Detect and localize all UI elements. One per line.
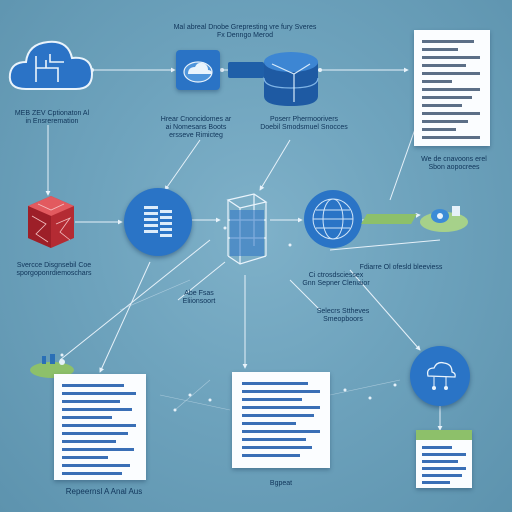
caption-top-center: Mal abreal Dnobe Grepresting vre fury Sv… xyxy=(150,24,340,40)
doc-text-line xyxy=(62,408,132,411)
caption-top-right: We de cnavoons erel Sbon aopocrees xyxy=(406,156,502,172)
doc-text-line xyxy=(62,448,134,451)
caption-mid-right: Poserr Phermoorivers Doebil Smodsmuel Sn… xyxy=(254,116,354,132)
doc-text-line xyxy=(62,392,136,395)
caption-bottom-center: Bgpeat xyxy=(246,480,316,488)
caption-line: sporgoponrdiemoschars xyxy=(16,270,92,277)
doc-text-line xyxy=(242,398,302,401)
caption-line: Doebil Smodsmuel Snocces xyxy=(260,124,348,131)
doc-text-line xyxy=(422,128,456,131)
caption-line: ersseve Rimicteg xyxy=(169,132,223,139)
caption-right-2: Fdiarre Ol ofesld bleeviess xyxy=(342,264,460,272)
doc-text-line xyxy=(62,456,108,459)
caption-line: Sbon aopocrees xyxy=(428,164,480,171)
doc-text-line xyxy=(62,472,122,475)
caption-line: Ci ctrosdsciessex xyxy=(308,272,364,279)
caption-line: Fdiarre Ol ofesld bleeviess xyxy=(359,264,443,271)
doc-text-line xyxy=(422,474,462,477)
doc-text-line xyxy=(422,56,480,59)
doc-text-line xyxy=(422,136,480,139)
caption-line: We de cnavoons erel xyxy=(421,156,487,163)
caption-line: in Ensreremation xyxy=(25,118,79,125)
doc-text-line xyxy=(422,112,480,115)
landscape-patch-icon xyxy=(420,206,468,232)
doc-text-line xyxy=(62,416,112,419)
doc-text-line xyxy=(242,382,308,385)
doc-text-line xyxy=(242,406,320,409)
doc-text-line xyxy=(242,414,314,417)
wireframe-cube-icon xyxy=(226,193,268,265)
doc-text-line xyxy=(422,446,452,449)
caption-right-1: Ci ctrosdsciessex Gnn Sepner Cleniaior xyxy=(288,272,384,288)
doc-text-line xyxy=(62,464,130,467)
doc-text-line xyxy=(422,96,472,99)
caption-line: Gnn Sepner Cleniaior xyxy=(302,280,370,287)
doc-text-line xyxy=(422,48,458,51)
globe-icon xyxy=(304,190,362,248)
caption-line: Smeopboors xyxy=(323,316,363,323)
doc-text-line xyxy=(422,40,474,43)
caption-line: Poserr Phermoorivers xyxy=(269,116,339,123)
document-top-right xyxy=(414,30,490,146)
server-rack-icon xyxy=(124,188,192,256)
doc-text-line xyxy=(422,481,450,484)
caption-cloud: MEB ZEV Cptionaton Al in Ensreremation xyxy=(2,110,102,126)
doc-text-line xyxy=(62,384,124,387)
doc-text-line xyxy=(62,424,136,427)
doc-text-line xyxy=(422,467,466,470)
caption-line: Mal abreal Dnobe Grepresting vre fury Sv… xyxy=(173,24,317,31)
doc-text-line xyxy=(422,453,466,456)
red-cube-icon xyxy=(28,196,74,248)
caption-bottom-left: Repeernsl A Anal Aus xyxy=(46,488,162,496)
doc-text-line xyxy=(242,454,300,457)
doc-text-line xyxy=(62,400,120,403)
doc-text-line xyxy=(242,446,312,449)
doc-text-line xyxy=(422,80,452,83)
caption-line: Hrear Cnoncidomes ar xyxy=(160,116,232,123)
document-bottom-left xyxy=(54,374,146,480)
caption-center: Abe Fsas Eliionsoort xyxy=(164,290,234,306)
doc-text-line xyxy=(422,64,466,67)
doc-text-line xyxy=(62,432,128,435)
doc-text-line xyxy=(422,120,468,123)
caption-line: Bgpeat xyxy=(269,480,293,487)
doc-text-line xyxy=(242,422,296,425)
cloud-network-icon xyxy=(8,40,94,90)
doc-text-line xyxy=(242,438,306,441)
caption-line: Svercce Disgnsebil Coe xyxy=(16,262,92,269)
doc-text-line xyxy=(422,460,458,463)
caption-line: Fx Denngo Merod xyxy=(216,32,274,39)
connector-block xyxy=(228,62,264,78)
caption-line: ai Nomesans Boots xyxy=(165,124,227,131)
document-bottom-center xyxy=(232,372,330,468)
caption-line: Abe Fsas xyxy=(184,290,214,297)
cloud-box-icon xyxy=(176,50,220,90)
caption-right-3: Selecrs Sttheves Smeopboors xyxy=(298,308,388,324)
doc-text-line xyxy=(62,440,116,443)
cylinder-stack-icon xyxy=(263,52,319,106)
caption-line: Eliionsoort xyxy=(182,298,216,305)
green-ramp xyxy=(361,214,417,224)
caption-left: Svercce Disgnsebil Coe sporgoponrdiemosc… xyxy=(4,262,104,278)
doc-text-line xyxy=(242,390,320,393)
caption-line: Selecrs Sttheves xyxy=(316,308,370,315)
cloud-grid-icon xyxy=(410,346,470,406)
caption-mid-left: Hrear Cnoncidomes ar ai Nomesans Boots e… xyxy=(148,116,244,140)
doc-text-line xyxy=(422,72,480,75)
doc-text-line xyxy=(242,430,320,433)
document-bottom-right xyxy=(416,430,472,488)
doc-text-line xyxy=(422,88,480,91)
caption-line: Repeernsl A Anal Aus xyxy=(65,487,143,496)
caption-line: MEB ZEV Cptionaton Al xyxy=(14,110,90,117)
doc-text-line xyxy=(422,104,462,107)
